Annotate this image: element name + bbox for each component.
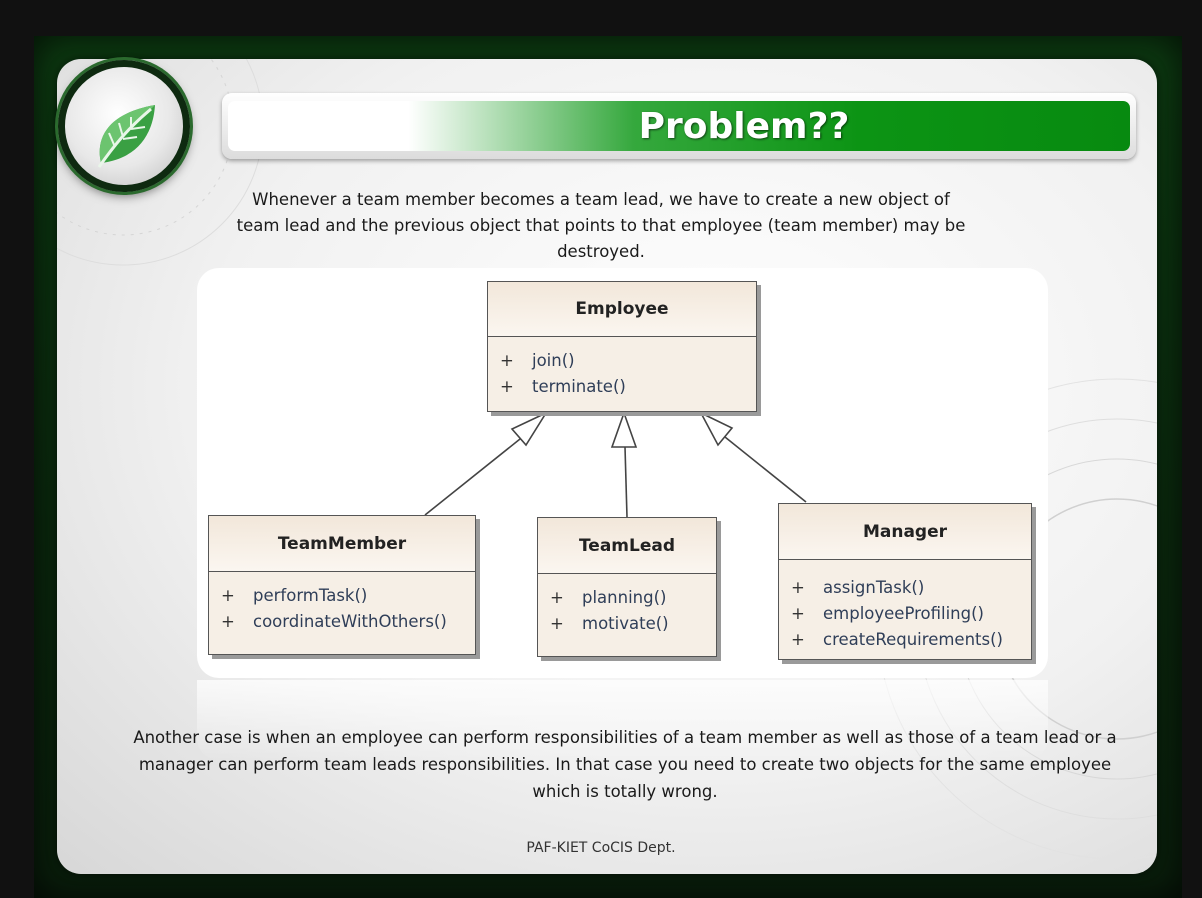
bottom-text: Another case is when an employee can per… bbox=[133, 728, 1117, 801]
operation: +createRequirements() bbox=[791, 629, 1003, 649]
title-bar: Problem?? bbox=[222, 93, 1136, 159]
class-name: TeamLead bbox=[538, 518, 716, 574]
class-name: Employee bbox=[488, 282, 756, 337]
operation: +motivate() bbox=[550, 613, 669, 633]
diagram-reflection bbox=[197, 680, 1048, 760]
title-bar-fill bbox=[228, 101, 1130, 151]
arrow-manager-employee bbox=[719, 432, 807, 503]
operation: +performTask() bbox=[221, 585, 368, 605]
intro-text: Whenever a team member becomes a team le… bbox=[236, 190, 966, 261]
operation: +coordinateWithOthers() bbox=[221, 611, 447, 631]
operation: +employeeProfiling() bbox=[791, 603, 984, 623]
operation: +planning() bbox=[550, 587, 667, 607]
class-name: Manager bbox=[779, 504, 1031, 560]
arrowhead-teammember bbox=[510, 411, 549, 447]
operation: +terminate() bbox=[500, 376, 626, 396]
operation: +assignTask() bbox=[791, 577, 925, 597]
class-name: TeamMember bbox=[209, 516, 475, 572]
arrow-teammember-employee bbox=[424, 430, 531, 516]
leaf-icon bbox=[97, 105, 155, 168]
class-operations: +assignTask() +employeeProfiling() +crea… bbox=[779, 560, 1031, 652]
class-operations: +performTask() +coordinateWithOthers() bbox=[209, 572, 475, 634]
class-teammember: TeamMember +performTask() +coordinateWit… bbox=[208, 515, 476, 655]
logo-badge bbox=[58, 60, 190, 192]
arrow-teamlead-employee bbox=[624, 446, 628, 518]
page-title: Problem?? bbox=[638, 105, 850, 147]
operation: +join() bbox=[500, 350, 575, 370]
footer: PAF-KIET CoCIS Dept. bbox=[526, 840, 676, 856]
arrowhead-teamlead bbox=[610, 410, 638, 448]
class-operations: +planning() +motivate() bbox=[538, 574, 716, 636]
class-manager: Manager +assignTask() +employeeProfiling… bbox=[778, 503, 1032, 660]
class-operations: +join() +terminate() bbox=[488, 337, 756, 399]
class-employee: Employee +join() +terminate() bbox=[487, 281, 757, 412]
class-teamlead: TeamLead +planning() +motivate() bbox=[537, 517, 717, 657]
arrowhead-manager bbox=[699, 411, 734, 447]
